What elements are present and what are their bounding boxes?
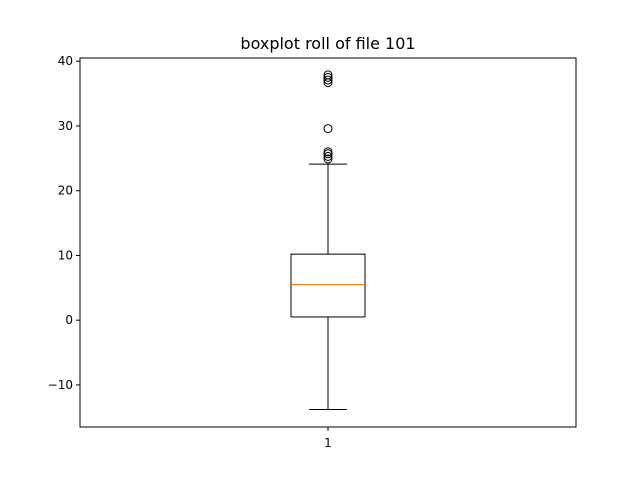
y-tick-label: 0 <box>65 313 73 327</box>
y-tick-label: 20 <box>58 184 73 198</box>
y-tick-label: 40 <box>58 54 73 68</box>
y-tick-label: −10 <box>48 378 73 392</box>
outlier-point <box>323 75 333 85</box>
box-iqr <box>290 253 366 318</box>
x-axis: 1 <box>324 427 332 450</box>
y-tick-label: 10 <box>58 248 73 262</box>
box-group <box>290 70 366 411</box>
x-tick-label: 1 <box>324 436 332 450</box>
outlier-point <box>323 70 333 80</box>
outlier-point <box>323 147 333 157</box>
chart-title: boxplot roll of file 101 <box>240 34 415 53</box>
y-tick-label: 30 <box>58 119 73 133</box>
outlier-point <box>323 154 333 164</box>
outlier-point <box>323 151 333 161</box>
outlier-point <box>323 72 333 82</box>
y-axis: −10 0 10 20 30 40 <box>48 54 80 392</box>
outlier-point <box>323 124 333 134</box>
